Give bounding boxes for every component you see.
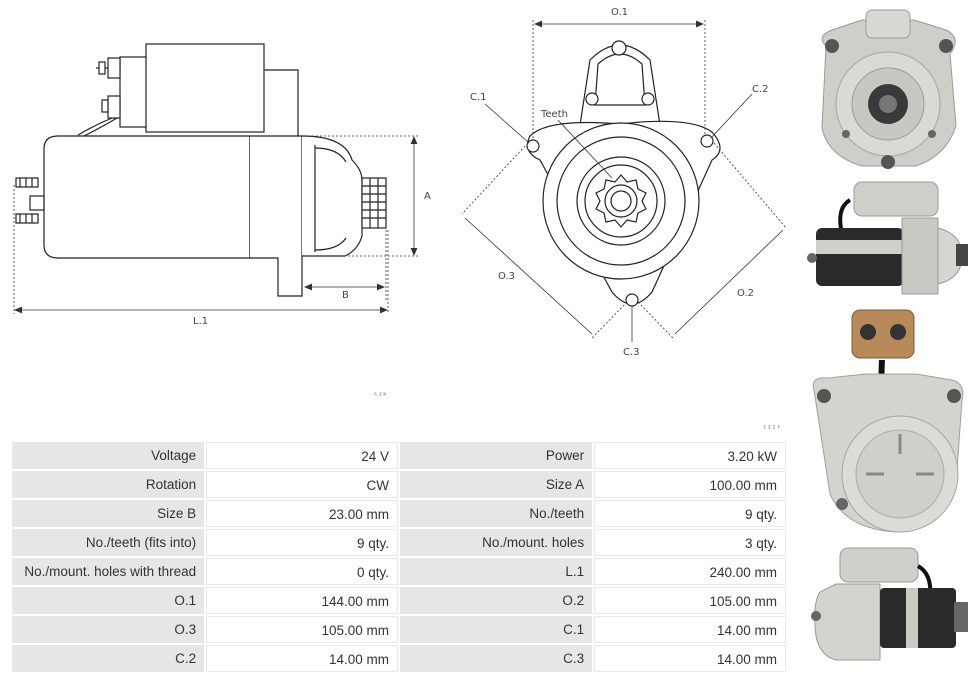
spec-value: 3.20 kW bbox=[594, 442, 786, 469]
spec-label: C.3 bbox=[399, 645, 593, 672]
product-photo-side-top bbox=[807, 181, 968, 295]
spec-label: O.1 bbox=[12, 587, 205, 614]
dim-label-a: A bbox=[424, 191, 431, 202]
spec-value: 14.00 mm bbox=[206, 645, 398, 672]
spec-value: 105.00 mm bbox=[594, 587, 786, 614]
specs-table-body: Voltage 24 V Power 3.20 kW Rotation CW S… bbox=[12, 442, 786, 672]
specs-table: Voltage 24 V Power 3.20 kW Rotation CW S… bbox=[10, 440, 788, 674]
product-photo-rear bbox=[812, 309, 964, 533]
table-row: No./mount. holes with thread 0 qty. L.1 … bbox=[12, 558, 786, 585]
spec-value: 9 qty. bbox=[594, 500, 786, 527]
product-photo-front bbox=[821, 9, 957, 169]
table-row: Voltage 24 V Power 3.20 kW bbox=[12, 442, 786, 469]
spec-label: Size A bbox=[399, 471, 593, 498]
spec-value: 240.00 mm bbox=[594, 558, 786, 585]
spec-label: No./teeth (fits into) bbox=[12, 529, 205, 556]
spec-label: O.3 bbox=[12, 616, 205, 643]
spec-value: 3 qty. bbox=[594, 529, 786, 556]
spec-label: Size B bbox=[12, 500, 205, 527]
dim-label-b: B bbox=[342, 290, 349, 301]
table-row: C.2 14.00 mm C.3 14.00 mm bbox=[12, 645, 786, 672]
spec-value: 144.00 mm bbox=[206, 587, 398, 614]
table-row: No./teeth (fits into) 9 qty. No./mount. … bbox=[12, 529, 786, 556]
technical-drawing: A B L.1 bbox=[13, 7, 787, 358]
table-row: Rotation CW Size A 100.00 mm bbox=[12, 471, 786, 498]
dim-label-c2: C.2 bbox=[752, 84, 769, 95]
front-view-dimensions bbox=[461, 20, 787, 342]
dim-label-l1: L.1 bbox=[193, 316, 208, 327]
watermark-mark-right: ᴵᴵᴵᶠ bbox=[762, 424, 782, 433]
side-view-dimensions bbox=[13, 135, 420, 314]
spec-label: C.1 bbox=[399, 616, 593, 643]
spec-label: O.2 bbox=[399, 587, 593, 614]
spec-label: Power bbox=[399, 442, 593, 469]
watermark-mark-left: ᴬᴵᴷ bbox=[373, 391, 388, 400]
spec-value: 105.00 mm bbox=[206, 616, 398, 643]
spec-label: C.2 bbox=[12, 645, 205, 672]
spec-label: L.1 bbox=[399, 558, 593, 585]
product-photo-side-bottom bbox=[811, 547, 968, 661]
table-row: O.1 144.00 mm O.2 105.00 mm bbox=[12, 587, 786, 614]
dim-label-teeth: Teeth bbox=[540, 109, 568, 120]
spec-label: No./mount. holes with thread bbox=[12, 558, 205, 585]
spec-value: 14.00 mm bbox=[594, 645, 786, 672]
spec-value: 14.00 mm bbox=[594, 616, 786, 643]
spec-label: No./mount. holes bbox=[399, 529, 593, 556]
spec-value: 24 V bbox=[206, 442, 398, 469]
spec-value: 100.00 mm bbox=[594, 471, 786, 498]
table-row: Size B 23.00 mm No./teeth 9 qty. bbox=[12, 500, 786, 527]
dim-label-o1: O.1 bbox=[611, 7, 628, 18]
spec-value: 0 qty. bbox=[206, 558, 398, 585]
dim-label-c3: C.3 bbox=[623, 347, 640, 358]
spec-label: Voltage bbox=[12, 442, 205, 469]
front-view-drawing bbox=[526, 40, 721, 307]
spec-value: CW bbox=[206, 471, 398, 498]
side-view-drawing bbox=[15, 43, 387, 297]
dim-label-o3: O.3 bbox=[498, 271, 515, 282]
spec-value: 23.00 mm bbox=[206, 500, 398, 527]
dim-label-c1: C.1 bbox=[470, 92, 487, 103]
dim-label-o2: O.2 bbox=[737, 288, 754, 299]
spec-value: 9 qty. bbox=[206, 529, 398, 556]
table-row: O.3 105.00 mm C.1 14.00 mm bbox=[12, 616, 786, 643]
spec-label: No./teeth bbox=[399, 500, 593, 527]
spec-label: Rotation bbox=[12, 471, 205, 498]
